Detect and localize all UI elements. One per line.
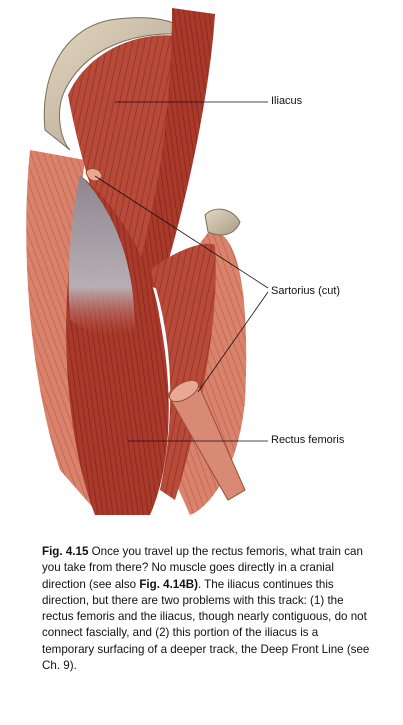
rectus-femoris-tendon [68, 175, 135, 336]
caption-text-2: . The iliacus continues this direction, … [42, 577, 370, 673]
psoas-muscle [135, 8, 215, 290]
figure-reference: Fig. 4.14B) [139, 577, 198, 591]
adductor-muscle [150, 243, 216, 500]
sartorius-label: Sartorius (cut) [271, 285, 341, 297]
figure-caption: Fig. 4.15 Once you travel up the rectus … [42, 544, 372, 674]
sartorius-leader-line-lower [197, 291, 269, 393]
anatomy-figure: Iliacus Sartorius (cut) Rectus femoris [26, 8, 345, 515]
sartorius-leader-line-upper [94, 175, 269, 289]
sartorius-cut-end [169, 379, 199, 403]
thigh-muscle-illustration [26, 8, 269, 515]
pubic-bone [204, 208, 241, 236]
iliacus-label: Iliacus [271, 95, 303, 107]
figure-number: Fig. 4.15 [42, 545, 89, 558]
caption-text-1: Once you travel up the rectus femoris, w… [42, 545, 363, 591]
rectus-femoris-label: Rectus femoris [271, 434, 345, 446]
